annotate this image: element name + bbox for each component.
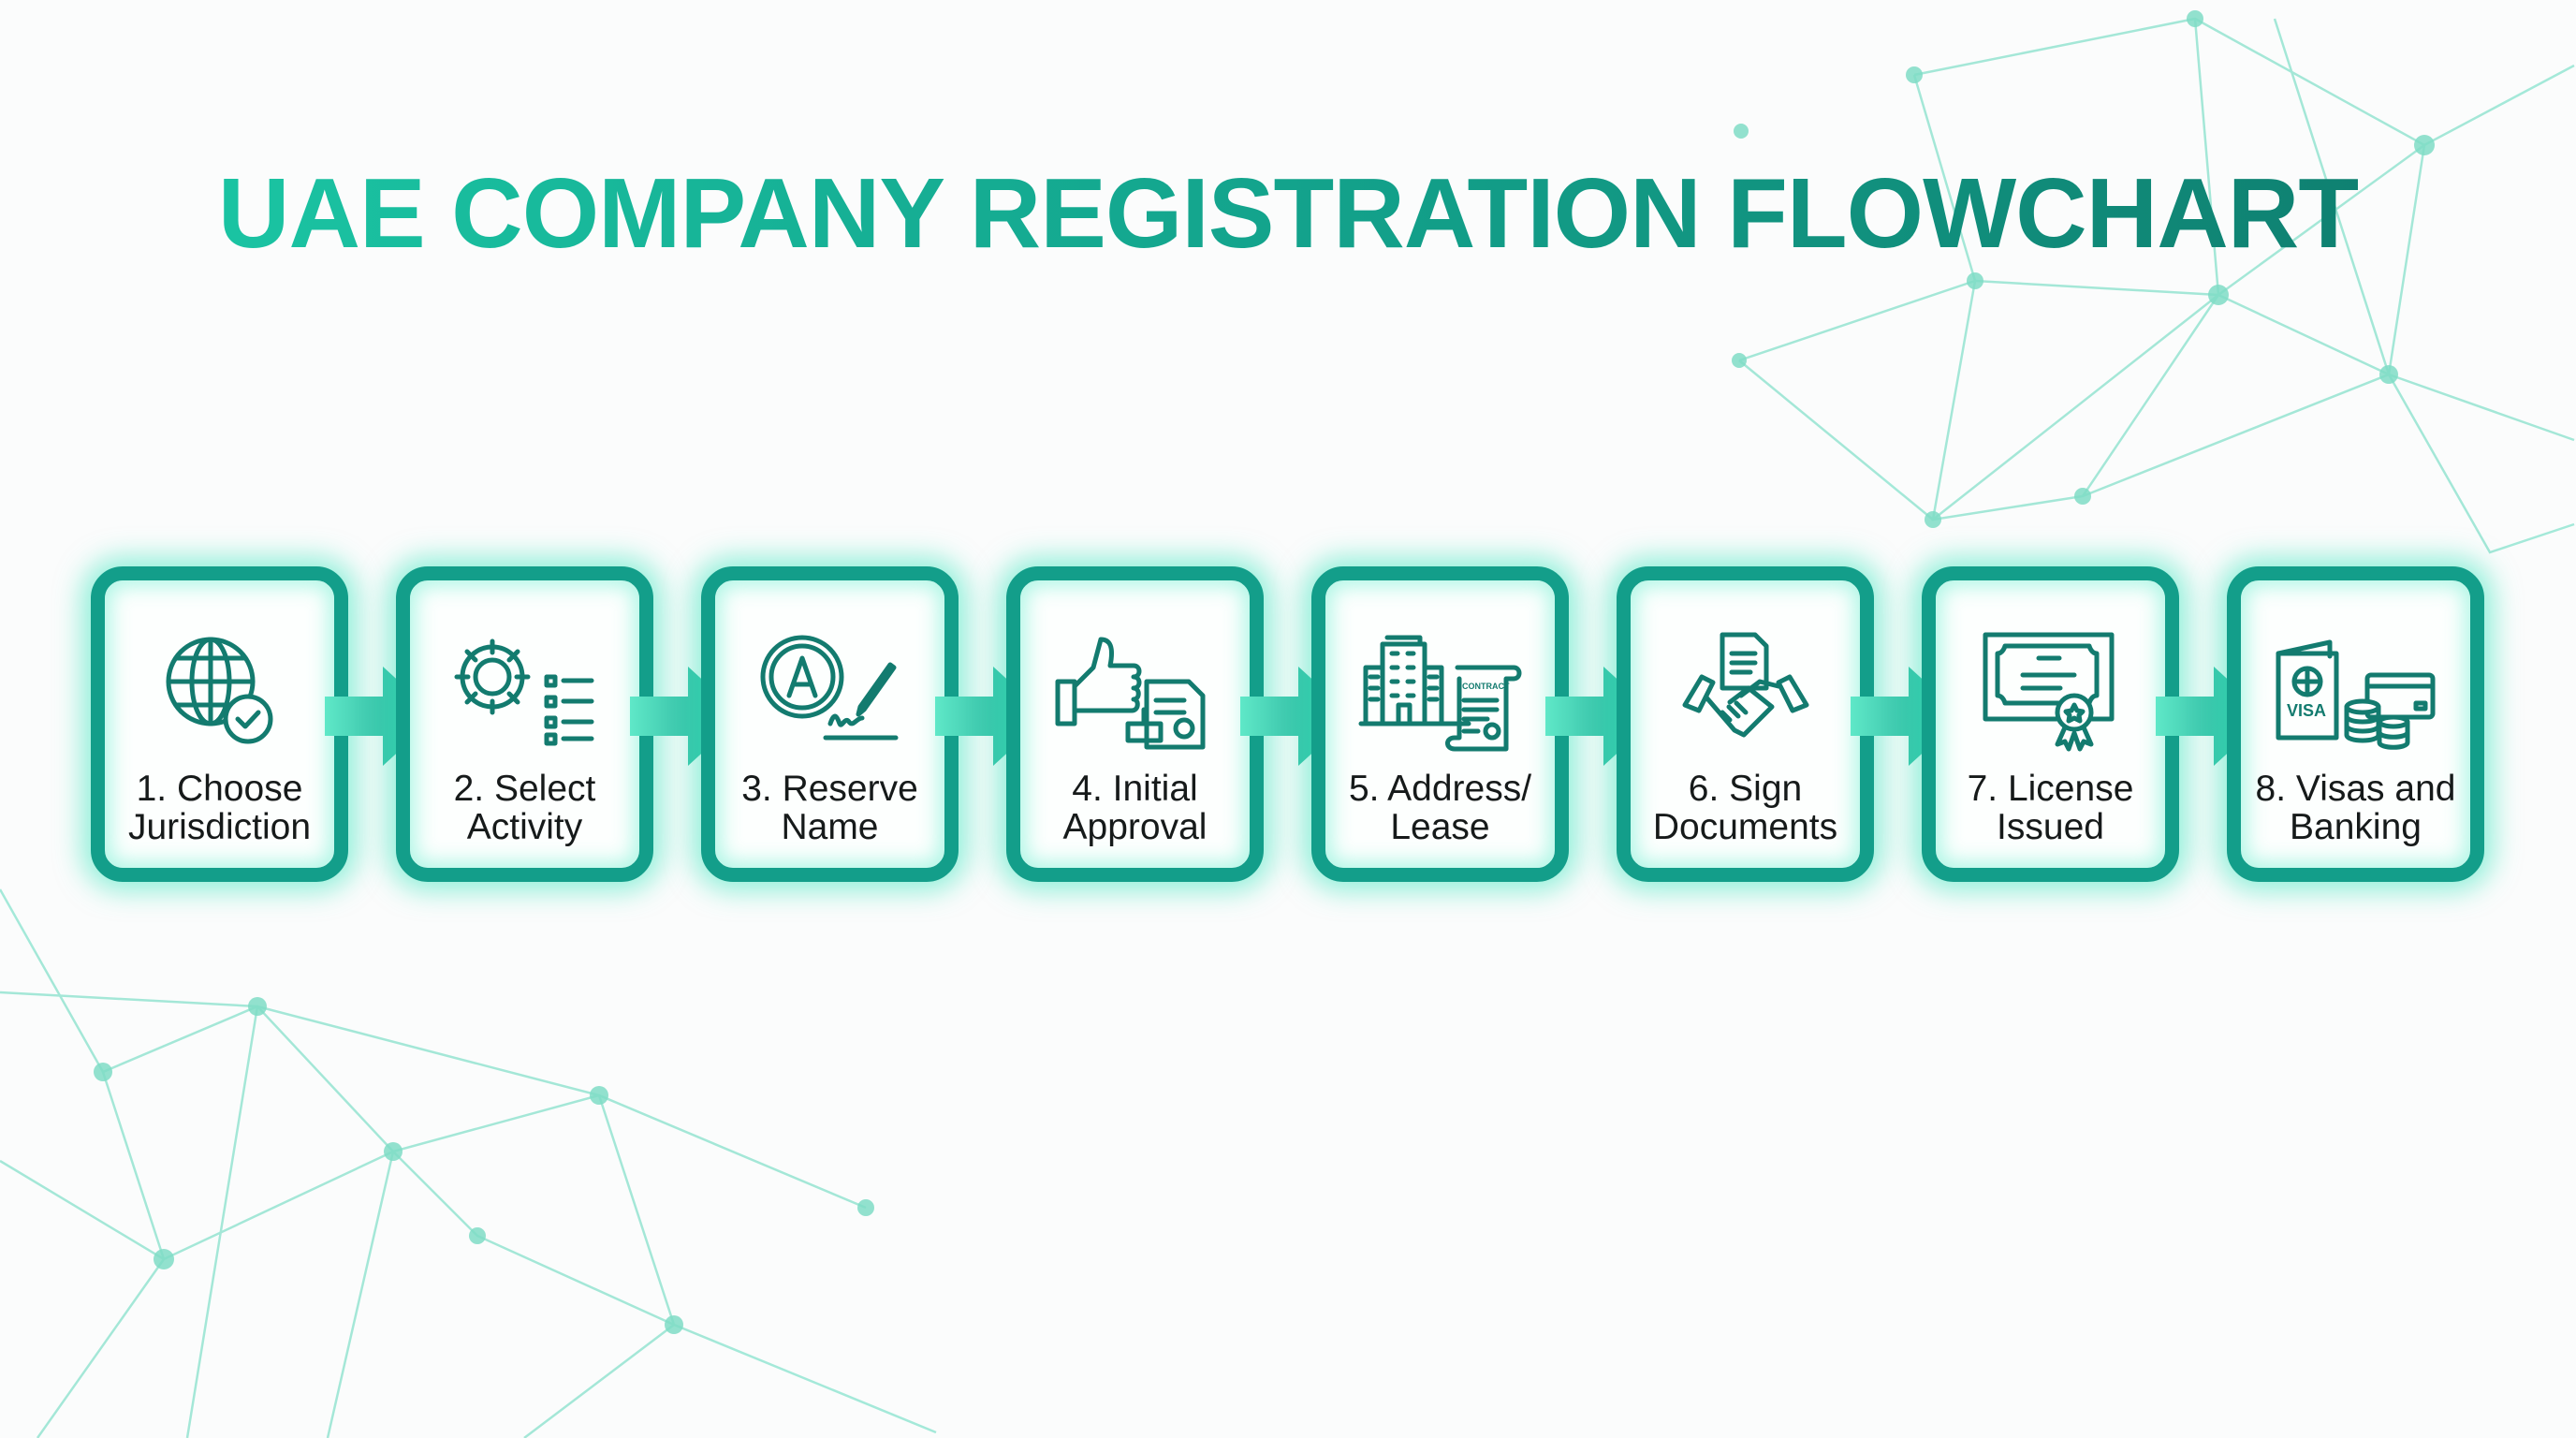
step-label-line1: 4. Initial <box>1072 769 1198 809</box>
gear-checklist-icon <box>410 625 639 756</box>
name-signature-icon <box>715 625 944 756</box>
globe-check-icon <box>105 625 334 756</box>
step-label-line2: Approval <box>1062 807 1208 847</box>
passport-card-coins-icon: VISA <box>2241 625 2470 756</box>
step-5: CONTRACT 5. Address/Lease <box>1311 566 1569 882</box>
step-label-line1: 7. License <box>1967 769 2134 809</box>
step-label-line2: Jurisdiction <box>127 807 312 847</box>
step-label-line2: Name <box>781 807 879 847</box>
step-label-line1: 3. Reserve <box>741 769 918 809</box>
step-label-line1: 1. Choose <box>136 769 303 809</box>
step-label-line2: Lease <box>1390 807 1490 847</box>
step-label-line1: 8. Visas and <box>2255 769 2456 809</box>
page-title: UAE COMPANY REGISTRATION FLOWCHART <box>0 157 2576 271</box>
thumbs-up-stamp-icon <box>1020 625 1250 756</box>
step-label-line2: Banking <box>2290 807 2422 847</box>
building-contract-icon: CONTRACT <box>1325 625 1555 756</box>
step-label-line2: Activity <box>466 807 583 847</box>
svg-text:VISA: VISA <box>2287 701 2326 720</box>
svg-text:CONTRACT: CONTRACT <box>1462 682 1510 691</box>
step-label-line1: 6. Sign <box>1688 769 1803 809</box>
step-label: 5. Address/Lease <box>1316 770 1564 846</box>
step-label-line1: 5. Address/ <box>1348 769 1532 809</box>
certificate-icon <box>1936 625 2165 756</box>
step-label-line2: Issued <box>1997 807 2104 847</box>
step-label-line1: 2. Select <box>453 769 596 809</box>
handshake-document-icon <box>1631 625 1860 756</box>
step-label-line2: Documents <box>1652 807 1838 847</box>
